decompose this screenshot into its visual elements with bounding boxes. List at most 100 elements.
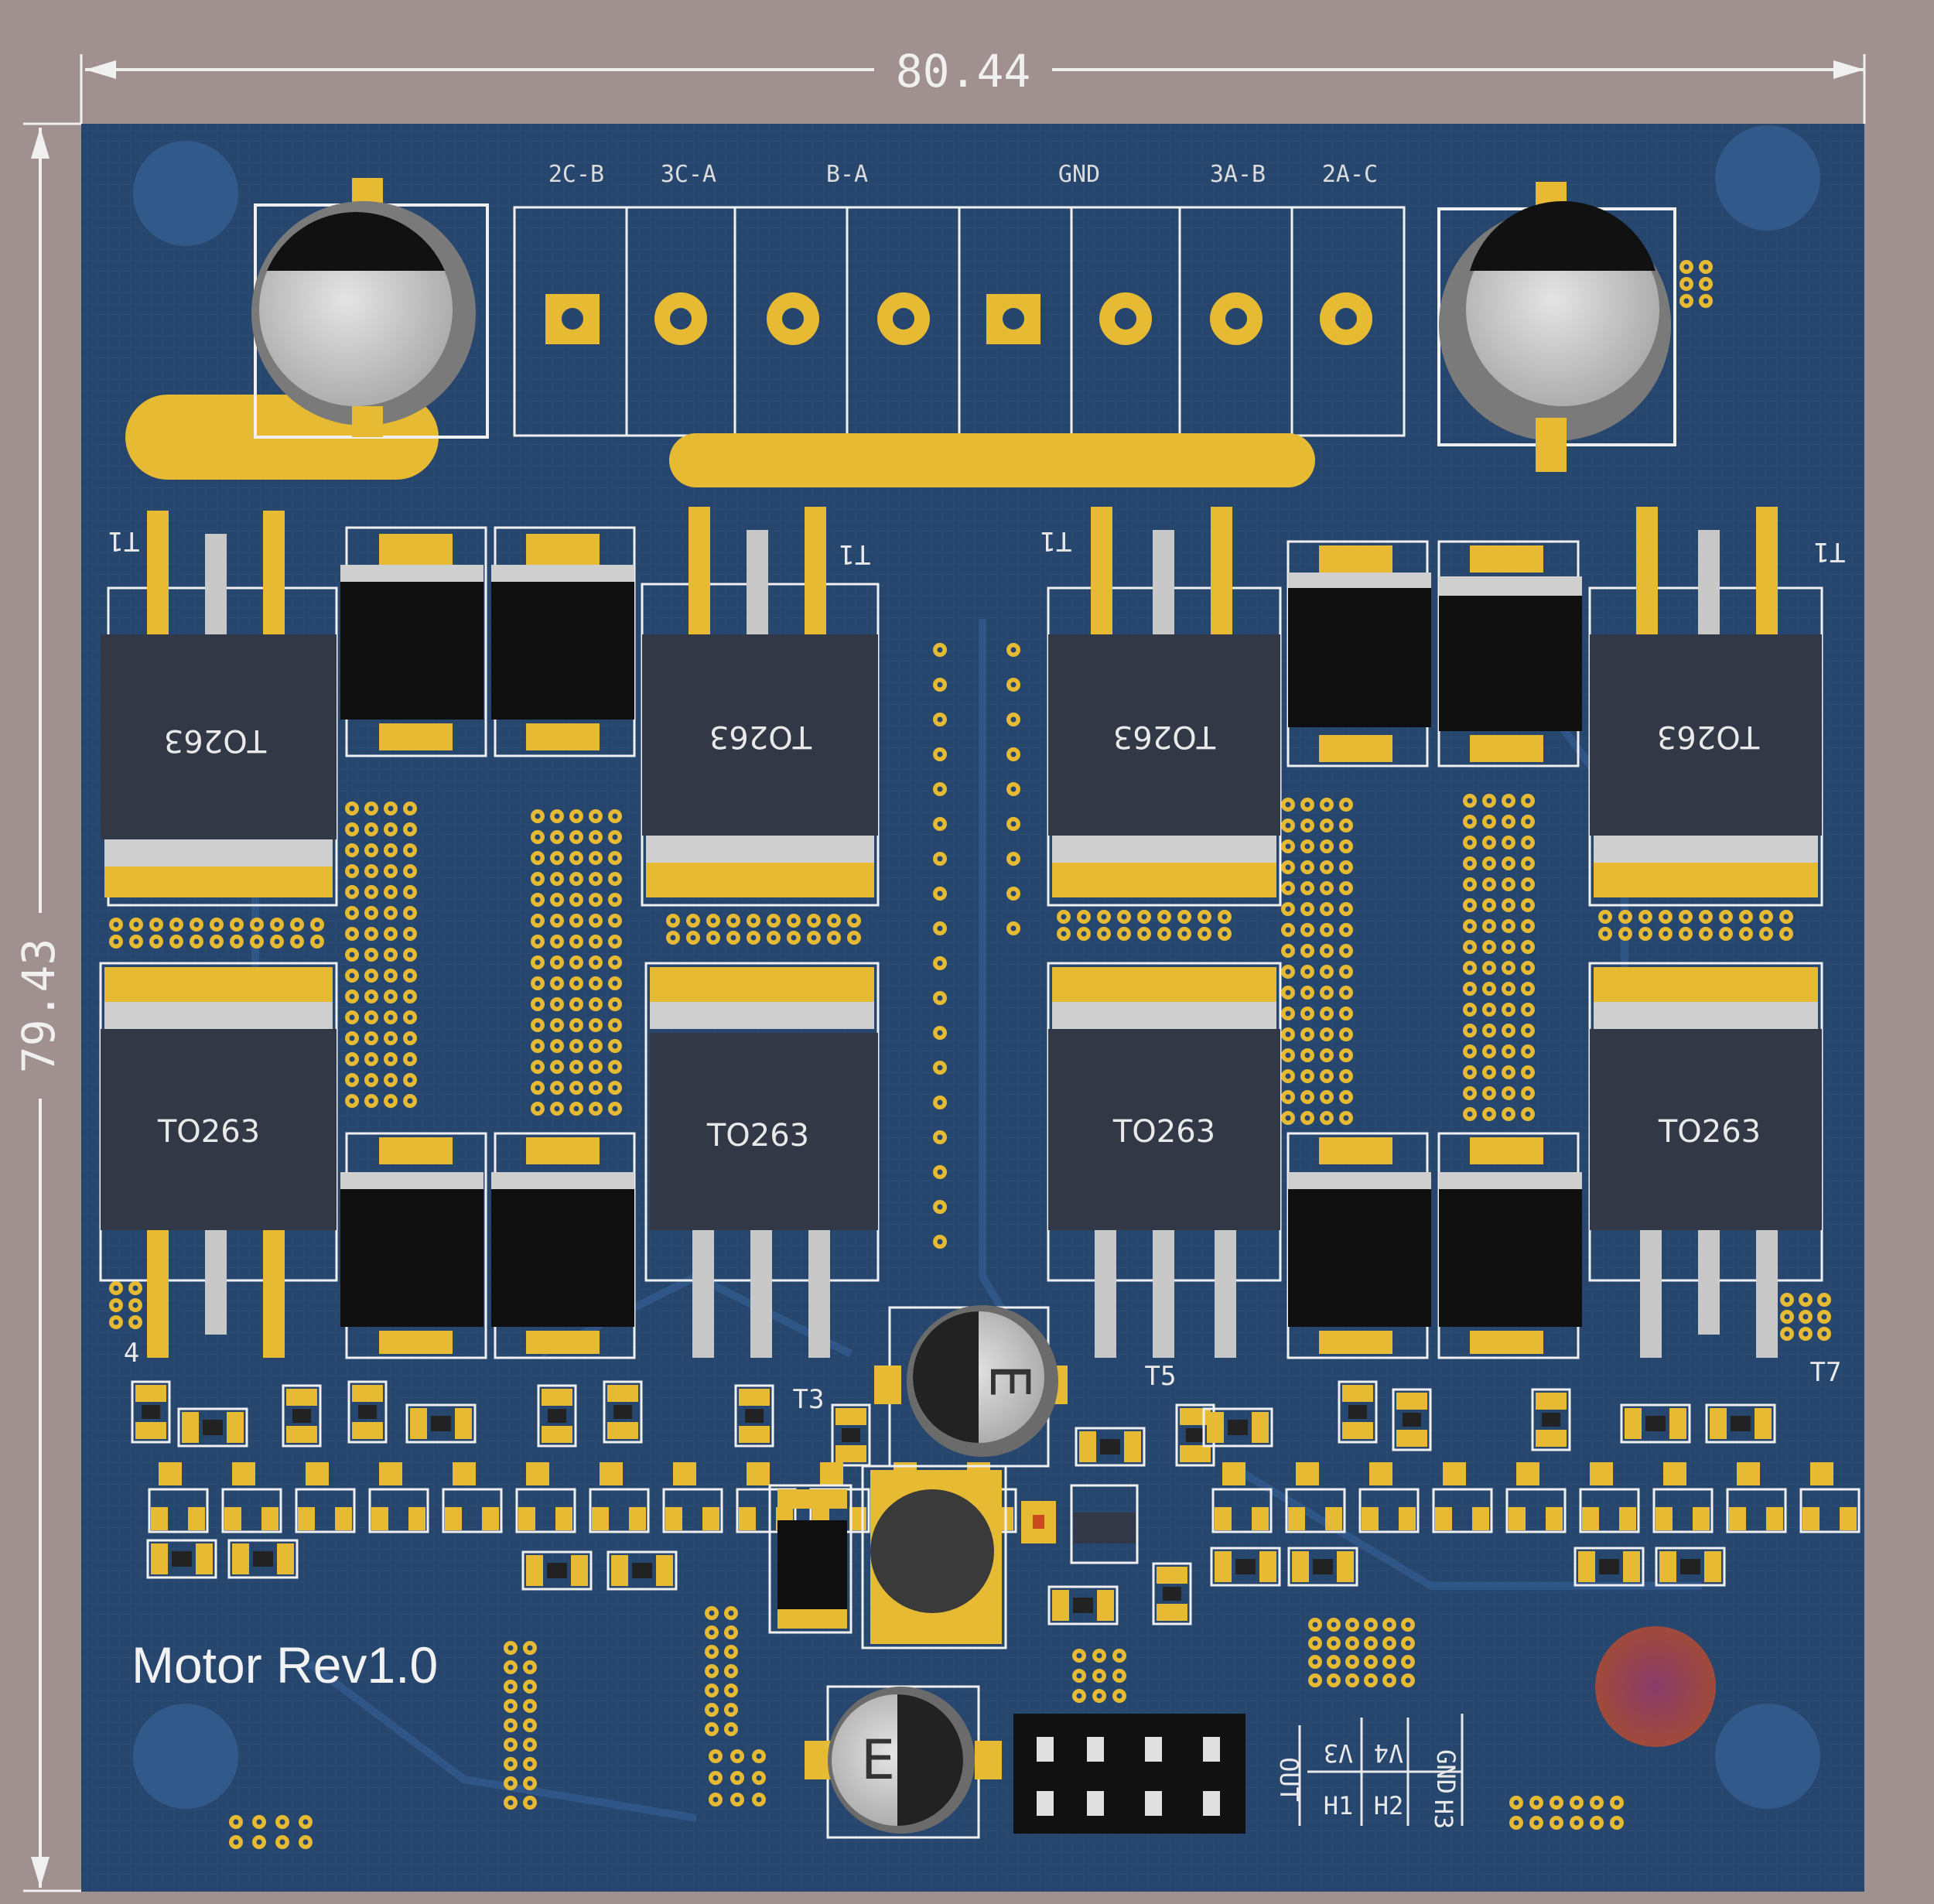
via-hole <box>294 938 300 945</box>
dimension-height-label: 79.43 <box>12 938 65 1074</box>
via-hole <box>368 952 374 958</box>
smd-pad <box>1663 1462 1686 1485</box>
via-hole <box>1304 906 1310 912</box>
smd-pad <box>196 1543 213 1574</box>
via-hole <box>1096 1693 1102 1699</box>
resistor-outline <box>1338 1380 1378 1444</box>
smd-pad <box>542 1389 572 1406</box>
via-hole <box>1525 819 1531 825</box>
via-hole <box>1304 1073 1310 1079</box>
via-hole <box>1161 914 1167 920</box>
terminal-label-3: B-A <box>826 161 868 188</box>
smd-pad <box>306 1462 329 1485</box>
smd-pad <box>1073 1598 1093 1613</box>
via-hole <box>593 959 599 966</box>
smd-pad <box>1802 1507 1820 1530</box>
via-hole <box>535 1043 541 1049</box>
via-hole <box>593 876 599 882</box>
via-hole <box>728 1668 734 1674</box>
smd-pad <box>232 1462 255 1485</box>
transistor-outline <box>515 1488 576 1533</box>
via-hole <box>1285 927 1291 933</box>
via-hole <box>1467 1048 1473 1055</box>
via-hole <box>1467 902 1473 908</box>
via-hole <box>728 1649 734 1655</box>
smd-pad <box>410 1408 427 1439</box>
smd-diodes <box>340 526 1582 1359</box>
via-hole <box>1141 914 1147 920</box>
via-hole <box>1622 931 1628 937</box>
via-hole <box>573 980 579 986</box>
via-hole <box>535 1022 541 1028</box>
via-hole <box>1312 1677 1318 1684</box>
via-hole <box>573 918 579 924</box>
smd-pad <box>526 1555 543 1586</box>
resistor-outline <box>1392 1388 1432 1451</box>
via-hole <box>690 935 696 941</box>
via-hole <box>1010 856 1017 862</box>
via-hole <box>302 1839 309 1845</box>
via-hole <box>554 834 560 840</box>
via-hole <box>593 918 599 924</box>
via-hole <box>1467 965 1473 971</box>
via-hole <box>1285 990 1291 996</box>
resistor-outline <box>537 1384 577 1448</box>
via-hole <box>709 1610 715 1616</box>
terminal-block <box>513 206 1406 437</box>
via-hole <box>1525 986 1531 992</box>
via-hole <box>1763 914 1769 920</box>
via-hole <box>1743 914 1749 920</box>
smd-pad <box>1296 1462 1319 1485</box>
header-label-v3: V3 <box>1324 1738 1354 1768</box>
via-hole <box>573 1043 579 1049</box>
via-hole <box>1467 1069 1473 1075</box>
via-hole <box>274 921 280 928</box>
transistor-outline <box>1358 1488 1420 1533</box>
smd-pad <box>632 1563 652 1578</box>
via-hole <box>1763 931 1769 937</box>
smd-pad <box>1766 1507 1783 1530</box>
smd-pad <box>408 1507 425 1530</box>
via-hole <box>388 868 394 874</box>
smd-pad <box>371 1507 388 1530</box>
via-hole <box>1304 1031 1310 1037</box>
via-hole <box>349 805 355 812</box>
smd-pad <box>547 1563 567 1578</box>
via-hole <box>1783 914 1789 920</box>
smd-pad <box>1737 1462 1760 1485</box>
transistor-outline <box>1799 1488 1861 1533</box>
via-hole <box>368 931 374 937</box>
smd-pad <box>1252 1412 1269 1443</box>
via-hole <box>593 1106 599 1112</box>
via-hole <box>1304 990 1310 996</box>
via-hole <box>937 856 943 862</box>
mosfet-bottom-2: TO263 <box>644 962 880 1358</box>
smd-pad <box>352 1422 383 1439</box>
smd-pad <box>431 1416 451 1431</box>
via-hole <box>1533 1820 1539 1826</box>
via-hole <box>1594 1820 1600 1826</box>
via-hole <box>937 786 943 792</box>
smd-pad <box>548 1409 566 1423</box>
via-hole <box>1101 931 1107 937</box>
designator-t3: T3 <box>793 1384 825 1415</box>
via-hole <box>407 868 413 874</box>
via-hole <box>1486 1111 1492 1117</box>
bulk-capacitor-left <box>251 178 489 439</box>
smd-pad <box>835 1445 866 1462</box>
via-hole <box>712 1753 719 1759</box>
via-hole <box>254 938 260 945</box>
diode-5 <box>340 1132 487 1359</box>
smd-pad <box>172 1551 192 1567</box>
via-hole <box>791 935 797 941</box>
resistor-outline <box>1655 1547 1726 1587</box>
via-hole <box>811 918 817 924</box>
small-capacitor-bottom: E <box>805 1685 1002 1839</box>
via-hole <box>388 973 394 979</box>
via-hole <box>612 1043 618 1049</box>
via-hole <box>1331 1622 1337 1628</box>
via-hole <box>831 935 837 941</box>
via-hole <box>349 1035 355 1041</box>
via-hole <box>535 834 541 840</box>
via-hole <box>593 980 599 986</box>
